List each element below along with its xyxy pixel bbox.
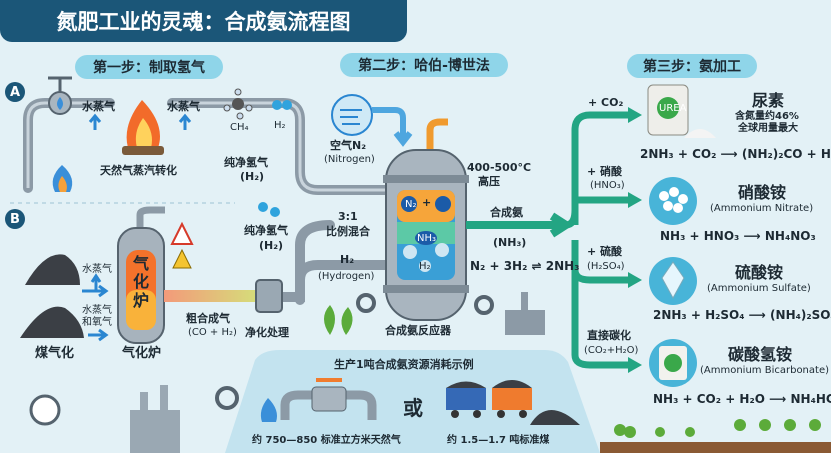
ch4-label: CH₄ [230, 122, 249, 133]
ammonium-nitrate-icon [649, 177, 697, 225]
hydrogen-molecule-icon [272, 100, 292, 110]
product-name: 硫酸铵 [735, 263, 784, 282]
reagent-label: + 硫酸 [587, 245, 623, 258]
steam-label: 水蒸气 [167, 100, 200, 113]
syngas-pipe [164, 290, 258, 302]
steam-oxygen-label: 和氧气 [82, 317, 112, 328]
coal-pile-icon [20, 306, 84, 338]
product-note: 全球用量最大 [738, 123, 798, 134]
product-note: 含氮量约46% [735, 111, 799, 122]
or-label: 或 [403, 396, 423, 420]
reagent-label: + 硝酸 [587, 165, 623, 178]
product-equation: 2NH₃ + CO₂ ⟶ (NH₂)₂CO + H₂O [640, 147, 831, 161]
nh3-molecule: NH₃ [417, 233, 437, 244]
steam-label: 水蒸气 [82, 264, 112, 275]
purifier-icon [255, 279, 283, 313]
product-en-name: (Ammonium Nitrate) [710, 203, 814, 214]
gauge-icon [29, 394, 61, 426]
right-arrow-icon [88, 328, 109, 342]
route-b-badge: B [5, 209, 25, 229]
haber-equation: N₂ + 3H₂ ⇌ 2NH₃ [470, 259, 580, 273]
consumption-title: 生产1吨合成氨资源消耗示例 [334, 358, 474, 371]
product-name: 硝酸铵 [738, 183, 787, 202]
reagent-formula: (CO₂+H₂O) [584, 345, 639, 356]
product-en-name: (Ammonium Bicarbonate) [700, 365, 829, 376]
flame-icon [260, 398, 277, 422]
coal-pile-icon [25, 254, 80, 285]
temperature-label: 400-500°C [467, 161, 532, 174]
output-formula: (NH₃) [493, 236, 527, 249]
soil [600, 442, 831, 453]
reagent-formula: (H₂SO₄) [587, 261, 625, 272]
gear-icon [215, 293, 494, 410]
product-equation: NH₃ + HNO₃ ⟶ NH₄NO₃ [660, 229, 816, 243]
methane-molecule-icon [223, 88, 253, 120]
factory-icon [505, 310, 545, 335]
step-one-label: 第一步：制取氢气 [75, 55, 223, 79]
route-a-badge: A [5, 82, 25, 102]
product-name: 尿素 [752, 91, 785, 110]
h2-label: H₂ [274, 120, 286, 131]
step-three-label: 第三步：氨加工 [627, 54, 757, 78]
mix-label: 比例混合 [326, 225, 370, 238]
gas-flame-icon [57, 97, 63, 110]
branch-lines [565, 111, 630, 369]
consumption-panel [225, 350, 600, 453]
coal-cart-icon [492, 388, 532, 410]
pressure-label: 高压 [478, 175, 500, 188]
h2-molecule: H₂ [419, 261, 431, 272]
molecules-icon [401, 196, 451, 245]
gas-consumption: 约 750—850 标准立方米天然气 [252, 435, 401, 446]
purify-label: 净化处理 [245, 326, 289, 339]
hydrogen-inlet-pipe [426, 118, 448, 150]
hot-surface-icon [172, 248, 192, 269]
coal-consumption: 约 1.5—1.7 吨标准煤 [447, 435, 550, 446]
page-title: 氮肥工业的灵魂：合成氨流程图 [0, 0, 407, 42]
syngas-formula: (CO + H₂) [188, 327, 237, 338]
urea-bag-label: UREA [659, 103, 687, 114]
coal-gasification-label: 煤气化 [35, 346, 75, 361]
syngas-label: 粗合成气 [186, 312, 230, 325]
reagent-formula: (HNO₃) [590, 180, 625, 191]
product-formula: (H₂) [259, 239, 284, 252]
steam-label: 水蒸气 [82, 100, 115, 113]
reagent-label: + CO₂ [588, 96, 624, 109]
coal-cart-icon [446, 388, 486, 410]
h2-en-label: (Hydrogen) [318, 271, 375, 282]
product-equation: 2NH₃ + H₂SO₄ ⟶ (NH₄)₂SO₄ [653, 308, 831, 322]
furnace-text: 气化炉 [132, 254, 149, 310]
output-label: 合成氨 [490, 206, 523, 219]
product-formula: (H₂) [240, 170, 265, 183]
hydrogen-molecule-icon [258, 202, 280, 217]
product-label: 纯净氢气 [244, 224, 288, 237]
reagent-label: 直接碳化 [587, 329, 631, 342]
reactor-label: 合成氨反应器 [385, 324, 451, 337]
leaves-icon [324, 305, 353, 335]
air-label: 空气N₂ [330, 139, 367, 152]
up-arrow-icon [88, 113, 102, 130]
logs-icon [122, 146, 164, 155]
steam-oxygen-label: 水蒸气 [82, 305, 112, 316]
air-en-label: (Nitrogen) [324, 154, 375, 165]
product-label: 纯净氢气 [224, 156, 268, 169]
product-name: 碳酸氢铵 [728, 345, 793, 364]
warning-icon [170, 221, 194, 245]
right-arrow-icon [82, 284, 109, 298]
product-equation: NH₃ + CO₂ + H₂O ⟶ NH₄HCO₃ [653, 392, 831, 406]
plants-icon [614, 419, 821, 438]
n2-molecule: N₂ [405, 199, 417, 210]
air-icon [331, 94, 373, 136]
ratio-label: 3:1 [338, 210, 358, 223]
product-en-name: (Ammonium Sulfate) [707, 283, 811, 294]
step-two-label: 第二步：哈伯-博世法 [340, 53, 508, 77]
valve-handle-icon [48, 76, 72, 92]
plus-sign: + [422, 196, 432, 209]
up-arrow-icon [178, 113, 192, 130]
air-arrow [372, 107, 413, 147]
h2-label: H₂ [340, 253, 355, 266]
process-label: 天然气蒸汽转化 [100, 164, 177, 177]
gasifier-label: 气化炉 [122, 346, 162, 361]
factory-icon [130, 385, 180, 453]
